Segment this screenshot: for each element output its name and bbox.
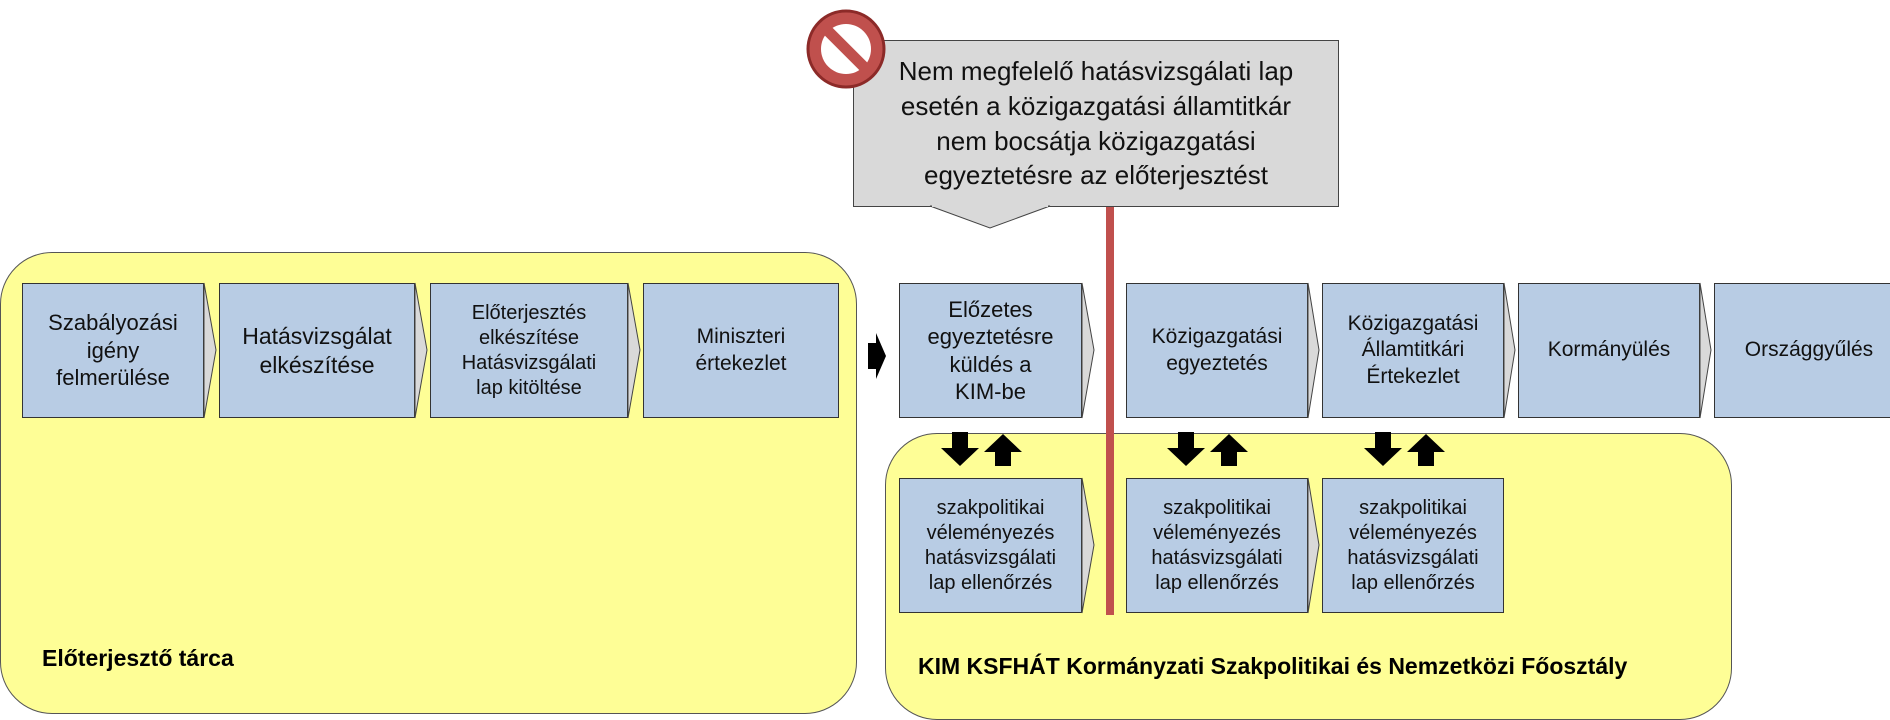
chevron-connector [1699,282,1712,419]
step-government-meeting: Kormányülés [1518,283,1700,418]
step-impact-assessment: Hatásvizsgálat elkészítése [219,283,415,418]
ministry-region-label: Előterjesztő tárca [42,645,234,671]
substep-review-2: szakpolitikai véleményezés hatásvizsgála… [1126,478,1308,613]
substep-review-1: szakpolitikai véleményezés hatásvizsgála… [899,478,1082,613]
step-regulation-need: Szabályozási igény felmerülése [22,283,204,418]
chevron-connector [1503,282,1516,419]
chevron-connector [1307,282,1320,419]
step-preliminary-consultation: Előzetes egyeztetésre küldés a KIM-be [899,283,1082,418]
callout-pointer [929,205,1051,229]
step-state-secretary-meeting: Közigazgatási Államtitkári Értekezlet [1322,283,1504,418]
right-arrow-icon [868,333,886,379]
callout-box: Nem megfelelő hatásvizsgálati lap esetén… [853,40,1339,207]
step-proposal-preparation: Előterjesztés elkészítése Hatásvizsgálat… [430,283,628,418]
step-ministerial-meeting: Miniszteri értekezlet [643,283,839,418]
chevron-connector [1081,282,1095,419]
step-parliament: Országgyűlés [1714,283,1890,418]
kim-region-label: KIM KSFHÁT Kormányzati Szakpolitikai és … [918,653,1628,679]
step-public-admin-consultation: Közigazgatási egyeztetés [1126,283,1308,418]
substep-review-3: szakpolitikai véleményezés hatásvizsgála… [1322,478,1504,613]
